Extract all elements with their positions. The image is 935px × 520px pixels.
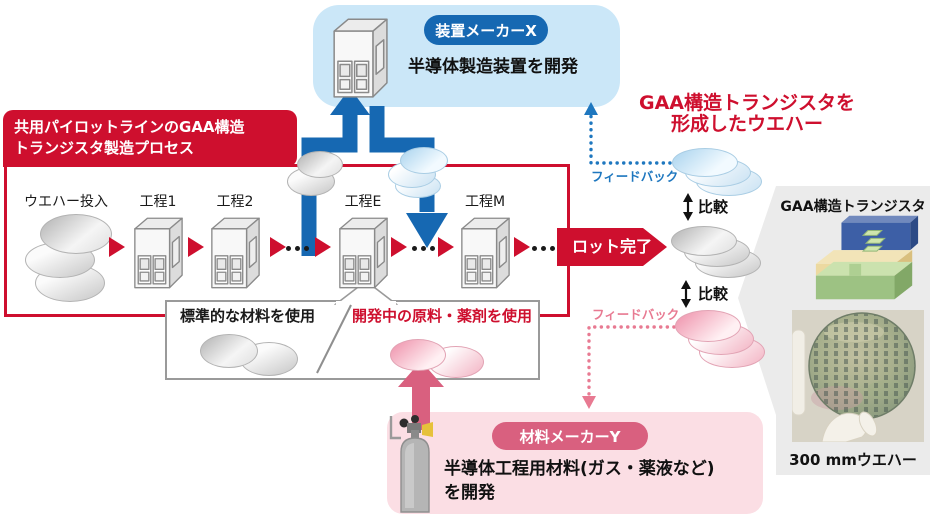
material-maker-description-line2: を開発 [444,483,495,503]
semiconductor-tool-icon [328,15,392,99]
material-maker-description-line1: 半導体工程用材料(ガス・薬液など) [444,459,715,479]
material-disc-pink-icon [390,339,484,378]
gaa-wafer-caption-line1: GAA構造トランジスタを [638,92,855,114]
gaa-wafer-caption-line2: 形成したウエハー [670,113,823,135]
stage-label-stepM: 工程M [464,194,506,210]
wafer-stack-icon-lot [671,226,761,278]
wafer-photo-caption: 300 mmウエハー [789,451,917,469]
ellipsis-dots [412,246,435,251]
flow-arrow-icon [391,237,407,257]
flow-arrow-icon [109,237,125,257]
feedback-label-material: フィードバック [592,307,680,322]
stage-label-step2: 工程2 [216,194,254,210]
transistor-caption: GAA構造トランジスタ [780,199,926,215]
wafer-stack-icon-material [675,310,765,368]
ellipsis-dots [532,246,555,251]
wafer-stack-icon-gaa [672,148,762,196]
feedback-label-equipment: フィードバック [591,169,679,184]
standard-material-label: 標準的な材料を使用 [180,307,316,325]
gaa-wafer-caption: GAA構造トランジスタを 形成したウエハー [612,93,882,135]
result-panel: GAA構造トランジスタ [738,186,930,475]
stage-label-stepE: 工程E [344,194,382,210]
callout-pointer [334,279,398,305]
flow-arrow-icon [188,237,204,257]
stage-label-wafer-input: ウエハー投入 [24,194,108,210]
flow-arrow-icon [270,237,286,257]
flow-arrow-icon [438,237,454,257]
developing-material-label: 開発中の原料・薬剤を使用 [352,307,533,325]
semiconductor-tool-icon [208,213,262,291]
flow-arrow-icon [315,237,331,257]
gas-cylinder-icon [389,415,433,513]
wafer-stack-icon-from-equipment [388,147,448,198]
material-disc-gray-icon [200,334,298,376]
equipment-maker-description: 半導体製造装置を開発 [408,57,578,77]
pilot-line-title: 共用パイロットラインのGAA構造 トランジスタ製造プロセス [3,110,297,167]
material-maker-badge: 材料メーカーY [492,422,648,450]
ellipsis-dots [286,246,309,251]
equipment-maker-badge: 装置メーカーX [424,15,548,45]
slash-divider [316,304,352,374]
lot-complete-banner: ロット完了 [557,228,667,266]
compare-label-top: 比較 [698,198,729,216]
pilot-line-title-line1: 共用パイロットラインのGAA構造 [14,118,245,136]
semiconductor-tool-icon [131,213,185,291]
pilot-line-title-line2: トランジスタ製造プロセス [14,139,195,157]
wafer-photo [792,310,924,442]
gaa-transistor-3d-icon [815,215,919,300]
semiconductor-tool-icon [336,213,390,291]
wafer-stack-icon-input [25,214,112,302]
stage-label-step1: 工程1 [139,194,177,210]
semiconductor-tool-icon [458,213,512,291]
flow-arrow-icon [514,237,530,257]
compare-label-bottom: 比較 [698,285,729,303]
